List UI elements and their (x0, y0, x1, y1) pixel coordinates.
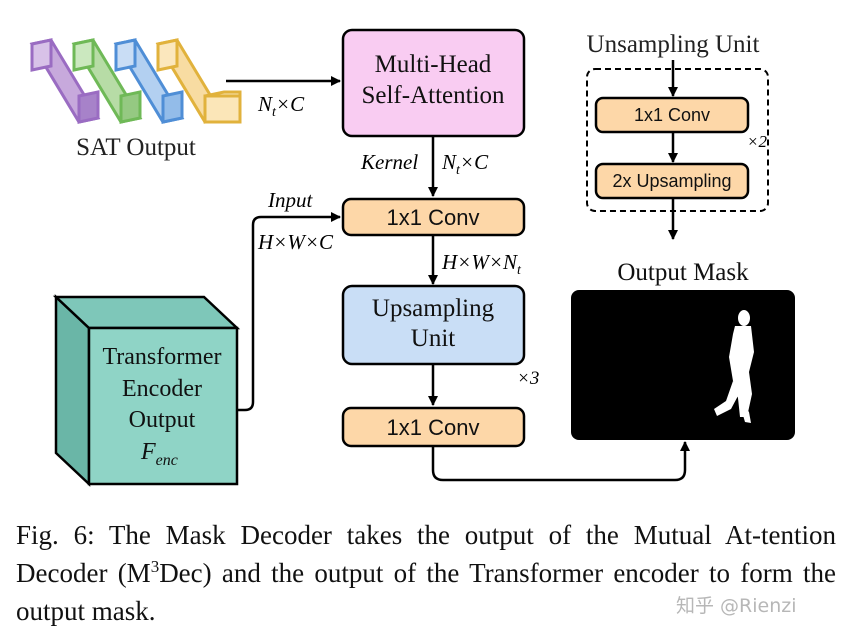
unsampling-conv-label: 1x1 Conv (634, 105, 710, 125)
encoder-to-conv-arrow (238, 212, 341, 412)
encoder-block (52, 294, 241, 487)
output-mask-image (571, 290, 795, 440)
encoder-label-line3: Output (129, 407, 196, 433)
upsampling-repeat-label: ×3 (517, 368, 539, 389)
kernel-dims: Nt×C (441, 150, 489, 178)
sat-output-stack (29, 38, 242, 124)
attention-label-line2: Self-Attention (361, 82, 505, 109)
encoder-symbol-sub: enc (156, 452, 178, 469)
conv-to-mask-arrow (431, 441, 690, 482)
unsampling-repeat-label: ×2 (747, 132, 767, 151)
sat-slab-3 (113, 38, 185, 124)
sat-slab-1 (29, 38, 101, 124)
upsampling-box (341, 284, 526, 366)
upsampling-label-line1: Upsampling (372, 295, 495, 322)
attention-label-line1: Multi-Head (375, 51, 492, 78)
upsampling-label-line2: Unit (411, 325, 456, 352)
sat-output-label: SAT Output (76, 134, 196, 161)
conv-bottom-box (341, 406, 526, 448)
watermark-text: 知乎 @Rienzi (676, 595, 797, 617)
sat-slab-4 (155, 38, 242, 124)
kernel-word: Kernel (360, 150, 418, 174)
encoder-symbol: Fenc (140, 439, 178, 469)
conv-top-edge-label: H×W×Nt (441, 250, 522, 278)
unsampling-upsample-label: 2x Upsampling (612, 171, 731, 191)
caption-suffix: Dec) and the output of the Transformer e… (16, 558, 836, 626)
encoder-label-line1: Transformer (102, 344, 221, 370)
conv-top-label: 1x1 Conv (387, 205, 480, 230)
sat-edge-label: Nt×C (257, 92, 305, 120)
caption-superscript: 3 (150, 557, 160, 576)
unsampling-unit-title: Unsampling Unit (587, 31, 760, 58)
mask-silhouette (714, 310, 754, 423)
sat-slab-2 (71, 38, 143, 124)
output-mask-title: Output Mask (617, 259, 749, 286)
unsampling-unit-frame (586, 68, 769, 212)
conv-top-box (341, 197, 526, 237)
conv-bottom-label: 1x1 Conv (387, 415, 480, 440)
figure-caption: Fig. 6: The Mask Decoder takes the outpu… (16, 516, 836, 630)
encoder-symbol-main: F (140, 439, 156, 465)
input-word: Input (267, 188, 313, 212)
encoder-label-line2: Encoder (122, 376, 202, 402)
unsampling-conv-box (594, 96, 750, 134)
input-dims: H×W×C (257, 230, 334, 254)
unsampling-upsample-box (594, 162, 750, 200)
attention-box (341, 28, 526, 138)
caption-prefix: Fig. 6: The Mask Decoder takes the outpu… (16, 520, 836, 588)
